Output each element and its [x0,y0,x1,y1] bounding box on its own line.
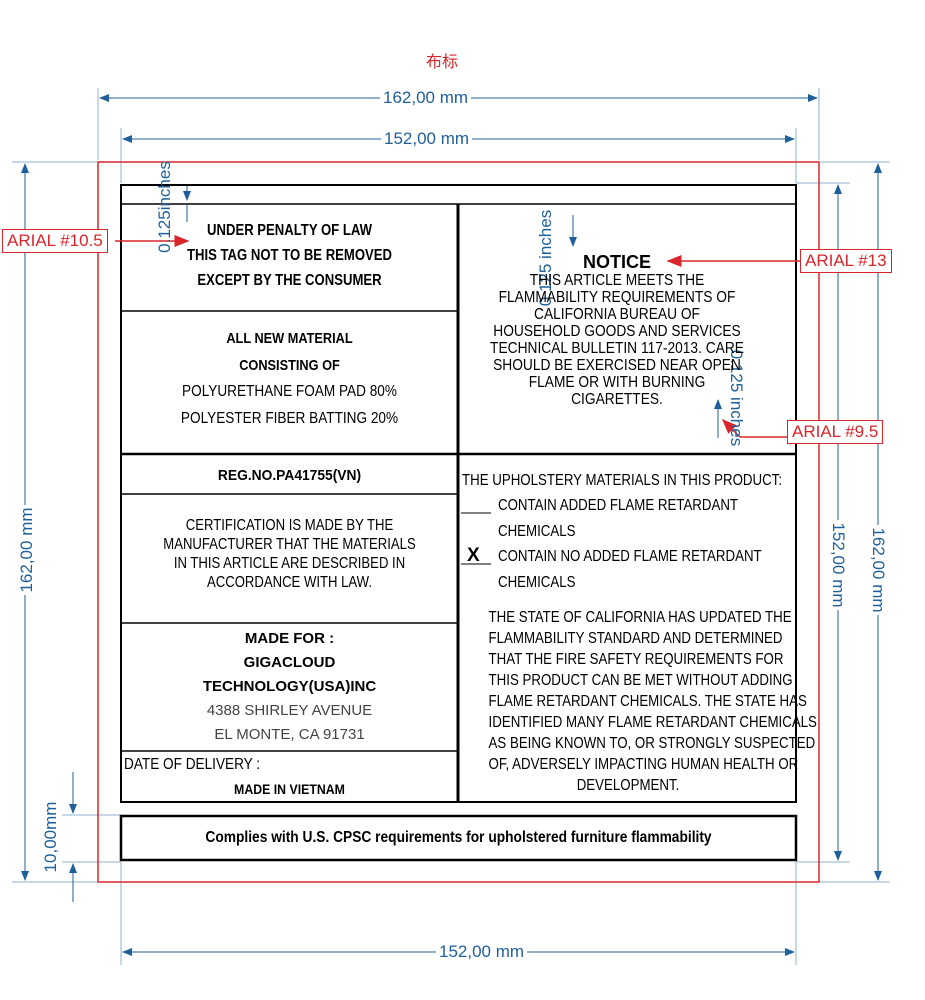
drawing-title: 布标 [426,52,459,71]
made-in-cell: MADE IN VIETNAM [123,781,456,797]
made-for-heading: MADE FOR : [244,630,335,647]
dim-outer-width: 162,00 mm [380,88,472,108]
option1-line-1: CONTAIN ADDED FLAME RETARDANT [498,497,739,514]
callout-arial-9-5: ARIAL #9.5 [787,420,884,444]
notice-line-3: CALIFORNIA BUREAU OF [534,306,700,323]
statement-line-1: THE STATE OF CALIFORNIA HAS UPDATED THE [488,609,792,626]
material-heading-1: ALL NEW MATERIAL [226,330,353,347]
option2-line-2: CHEMICALS [498,574,576,591]
notice-cell: NOTICE THIS ARTICLE MEETS THE FLAMMABILI… [460,252,774,408]
option2-line-1: CONTAIN NO ADDED FLAME RETARDANT [498,548,762,565]
dim-inner-width: 152,00 mm [381,129,473,149]
notice-line-2: FLAMMABILITY REQUIREMENTS OF [498,289,736,306]
made-for-company-1: GIGACLOUD [243,654,336,671]
cert-line-3: IN THIS ARTICLE ARE DESCRIBED IN [173,555,406,572]
material-item-foam: POLYURETHANE FOAM PAD 80% [182,383,397,400]
footer-cell: Complies with U.S. CPSC requirements for… [123,829,794,847]
notice-line-4: HOUSEHOLD GOODS AND SERVICES [493,323,741,340]
penalty-line-1: UNDER PENALTY OF LAW [207,222,372,239]
cert-line-2: MANUFACTURER THAT THE MATERIALS [163,536,416,553]
california-statement: THE STATE OF CALIFORNIA HAS UPDATED THE … [460,607,817,796]
notice-heading: NOTICE [582,252,651,272]
notice-line-5: TECHNICAL BULLETIN 117-2013. CARE [490,340,744,357]
material-cell: ALL NEW MATERIAL CONSISTING OF POLYURETH… [123,330,456,428]
dim-right-inner-height: 152,00 mm [828,520,848,610]
penalty-line-2: THIS TAG NOT TO BE REMOVED [186,247,393,264]
cert-line-1: CERTIFICATION IS MADE BY THE [185,517,394,534]
made-for-company-2: TECHNOLOGY(USA)INC [202,678,377,695]
certification-cell: CERTIFICATION IS MADE BY THE MANUFACTURE… [123,516,456,592]
notice-line-8: CIGARETTES. [571,391,663,408]
callout-arial-10-5: ARIAL #10.5 [2,229,108,253]
made-for-cell: MADE FOR : GIGACLOUD TECHNOLOGY(USA)INC … [123,627,456,747]
callout-arial-13: ARIAL #13 [800,249,892,273]
dim-bottom-margin: 10,00mm [41,801,60,873]
notice-line-1: THIS ARTICLE MEETS THE [529,272,705,289]
made-for-address-2: EL MONTE, CA 91731 [214,726,365,743]
cert-line-4: ACCORDANCE WITH LAW. [207,574,372,591]
penalty-line-3: EXCEPT BY THE CONSUMER [197,272,382,289]
date-of-delivery: DATE OF DELIVERY : [124,756,261,773]
notice-line-7: FLAME OR WITH BURNING [528,374,706,391]
dim-left-height: 162,00 mm [17,505,37,595]
material-item-fiber: POLYESTER FIBER BATTING 20% [180,410,399,427]
penalty-cell: UNDER PENALTY OF LAW THIS TAG NOT TO BE … [123,222,456,290]
statement-line-4: THIS PRODUCT CAN BE MET WITHOUT ADDING [488,672,793,689]
made-in: MADE IN VIETNAM [234,781,345,797]
option1-line-2: CHEMICALS [498,523,576,540]
option2-mark: X [467,545,480,566]
dim-bottom-width: 152,00 mm [436,942,528,962]
material-heading-2: CONSISTING OF [239,357,340,374]
reg-no: REG.NO.PA41755(VN) [217,467,362,484]
cpsc-compliance: Complies with U.S. CPSC requirements for… [205,829,712,846]
statement-line-7: AS BEING KNOWN TO, OR STRONGLY SUSPECTED [488,735,816,752]
made-for-address-1: 4388 SHIRLEY AVENUE [206,702,373,719]
upholstery-heading: THE UPHOLSTERY MATERIALS IN THIS PRODUCT… [462,472,783,489]
statement-line-2: FLAMMABILITY STANDARD AND DETERMINED [488,630,783,647]
dim-right-outer-height: 162,00 mm [868,525,888,615]
statement-line-9: DEVELOPMENT. [576,777,680,794]
statement-line-8: OF, ADVERSELY IMPACTING HUMAN HEALTH OR [488,756,799,773]
statement-line-6: IDENTIFIED MANY FLAME RETARDANT CHEMICAL… [488,714,817,731]
label-outer-red-frame [97,161,820,883]
notice-line-6: SHOULD BE EXERCISED NEAR OPEN [493,357,741,374]
statement-line-5: FLAME RETARDANT CHEMICALS. THE STATE HAS [488,693,807,710]
footer-frame [119,814,798,862]
reg-no-cell: REG.NO.PA41755(VN) [123,467,456,484]
statement-line-3: THAT THE FIRE SAFETY REQUIREMENTS FOR [488,651,784,668]
